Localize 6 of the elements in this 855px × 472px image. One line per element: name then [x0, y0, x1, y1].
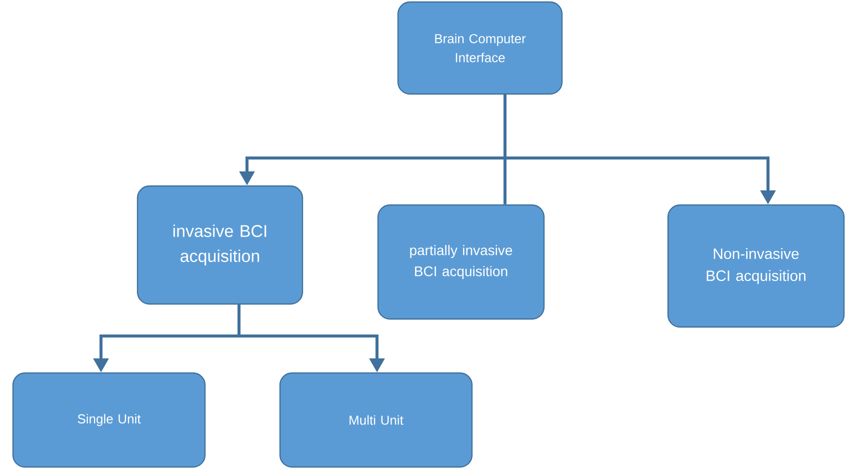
process-box: invasive BCI acquisition: [136, 185, 304, 305]
process-box: Non-invasive BCI acquisition: [667, 204, 845, 328]
process-box: Single Unit: [12, 372, 206, 468]
process-box: Multi Unit: [279, 372, 473, 468]
process-box: Brain Computer Interface: [397, 1, 563, 95]
process-box: partially invasive BCI acquisition: [377, 204, 545, 320]
